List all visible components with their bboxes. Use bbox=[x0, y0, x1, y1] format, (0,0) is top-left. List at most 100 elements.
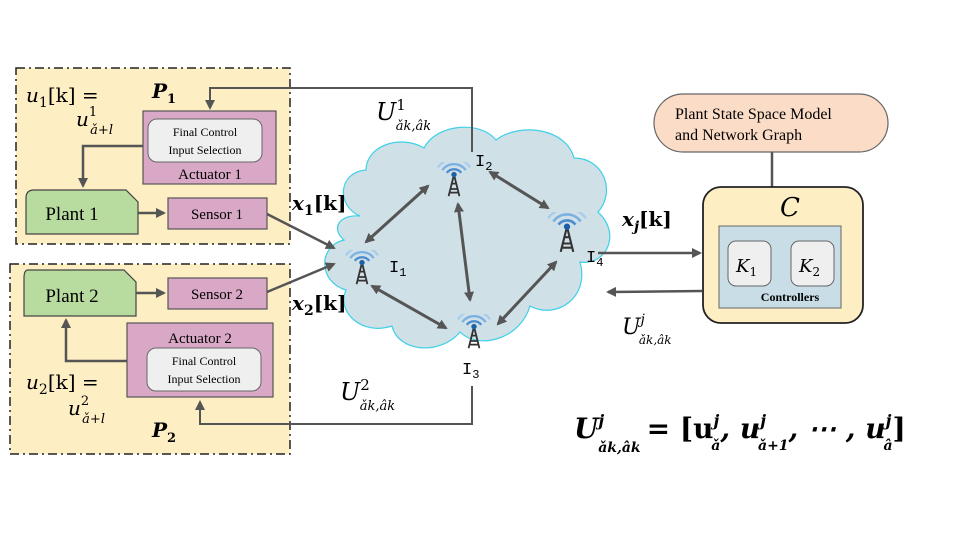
node-I4-sub: 4 bbox=[596, 256, 603, 270]
u2-rhs-symbol: u bbox=[68, 396, 81, 420]
final-control-1-box bbox=[147, 118, 263, 163]
U2-symbol: U bbox=[340, 378, 361, 406]
svg-text:u2[k] =: u2[k] = bbox=[26, 370, 99, 398]
sensor2-block bbox=[167, 277, 268, 310]
p1-label: P bbox=[151, 79, 168, 103]
sensor1-label: Sensor 1 bbox=[191, 207, 243, 223]
sensor1-block bbox=[167, 197, 268, 230]
eq-t1-sup: j bbox=[710, 411, 719, 430]
svg-text:I1: I1 bbox=[389, 259, 406, 280]
U2-sup: 2 bbox=[360, 376, 370, 394]
k1-sub: 1 bbox=[749, 265, 757, 279]
svg-text:K1: K1 bbox=[735, 256, 757, 279]
k2-symbol: K bbox=[798, 256, 814, 277]
svg-text:u1ǎ+l: u1ǎ+l bbox=[76, 105, 113, 138]
svg-text:K2: K2 bbox=[798, 256, 820, 279]
u1-rhs-sub: ǎ+l bbox=[90, 123, 113, 138]
node-I2-base: I bbox=[475, 153, 485, 172]
U1-symbol: U bbox=[376, 98, 397, 126]
plant2-label: Plant 2 bbox=[45, 286, 98, 307]
arrow-sensor2-to-I1 bbox=[266, 262, 336, 294]
controllers-label: Controllers bbox=[761, 290, 820, 304]
link-I2-I4 bbox=[488, 170, 550, 210]
svg-text:x1[k]: x1[k] bbox=[291, 191, 346, 219]
p2-label: P bbox=[151, 418, 168, 442]
eq-t2-sup: j bbox=[757, 411, 766, 430]
model-line2: and Network Graph bbox=[675, 127, 802, 144]
eq-lhs: U bbox=[574, 412, 600, 445]
node-I1-sub: 1 bbox=[399, 266, 406, 280]
actuator2-label: Actuator 2 bbox=[168, 331, 232, 347]
Uj-symbol: U bbox=[622, 315, 642, 340]
eq-t1-sub: ǎ bbox=[711, 438, 720, 454]
u1-eq-rest: [k] = bbox=[48, 83, 99, 107]
arrow-actuator2-to-plant2 bbox=[61, 318, 127, 363]
svg-text:I2: I2 bbox=[475, 153, 492, 174]
final-control-1-line2: Input Selection bbox=[169, 143, 242, 157]
x1-symbol: x bbox=[291, 191, 305, 215]
final-control-1-line1: Final Control bbox=[173, 125, 238, 139]
u2-eq-rest: [k] = bbox=[48, 370, 99, 394]
u2-eq-symbol: u bbox=[26, 370, 39, 394]
arrow-actuator1-to-plant1 bbox=[78, 144, 143, 188]
node-I3-base: I bbox=[462, 361, 472, 380]
svg-text:u2ǎ+l: u2 ǎ+l bbox=[68, 394, 105, 427]
Uj-sup: j bbox=[638, 312, 646, 328]
xj-sub: j bbox=[631, 219, 639, 235]
u1-eq-symbol: u bbox=[26, 83, 39, 107]
arrow-sensor1-to-I1 bbox=[266, 212, 336, 250]
plant1-label: Plant 1 bbox=[45, 204, 98, 225]
arrow-controller-to-network bbox=[606, 286, 703, 297]
k2-sub: 2 bbox=[812, 265, 820, 279]
eq-close: ] bbox=[893, 412, 906, 445]
u2-eq-sub: 2 bbox=[39, 382, 48, 398]
u2-rhs-sub: ǎ+l bbox=[82, 412, 105, 427]
U2-sub: ǎk,âk bbox=[360, 399, 396, 414]
svg-text:I3: I3 bbox=[462, 361, 479, 382]
u1-rhs-sup: 1 bbox=[89, 105, 97, 120]
k1-box bbox=[727, 240, 772, 287]
svg-text:xj[k]: xj[k] bbox=[621, 207, 672, 235]
k2-box bbox=[790, 240, 835, 287]
final-control-2-box bbox=[146, 347, 262, 392]
p2-sub: 2 bbox=[167, 431, 176, 446]
eq-lhs-sup: j bbox=[595, 411, 604, 430]
p1-sub: 1 bbox=[167, 92, 176, 107]
node-I3-sub: 3 bbox=[472, 368, 479, 382]
eq-comma: , u bbox=[719, 412, 760, 445]
u2-rhs-sup: 2 bbox=[81, 394, 89, 409]
arrow-U1-to-actuator1 bbox=[205, 87, 473, 152]
controller-title: C bbox=[780, 193, 800, 223]
node-I4-base: I bbox=[586, 249, 596, 268]
link-I2-I3 bbox=[454, 202, 474, 302]
x2-sub: 2 bbox=[304, 303, 314, 319]
svg-text:P2: P2 bbox=[151, 418, 176, 446]
arrow-U2-to-actuator2 bbox=[195, 386, 473, 425]
link-I3-I4 bbox=[496, 260, 558, 326]
eq-dots: , ⋯ , u bbox=[788, 412, 886, 445]
actuator1-label: Actuator 1 bbox=[178, 167, 242, 183]
eq-lhs-sub: ǎk,âk bbox=[598, 440, 641, 456]
final-control-2-line2: Input Selection bbox=[168, 372, 241, 386]
node-I2-sub: 2 bbox=[485, 160, 492, 174]
svg-text:u1[k] =: u1[k] = bbox=[26, 83, 99, 111]
u1-eq-sub: 1 bbox=[39, 95, 48, 111]
link-I1-I2 bbox=[364, 184, 430, 244]
eq-equals: = [u bbox=[647, 412, 714, 445]
svg-text:P1: P1 bbox=[151, 79, 176, 107]
xj-rest: [k] bbox=[639, 207, 672, 231]
x2-symbol: x bbox=[291, 291, 305, 315]
U1-sup: 1 bbox=[396, 96, 406, 114]
x2-rest: [k] bbox=[314, 291, 347, 315]
U1-sub: ǎk,âk bbox=[396, 119, 432, 134]
final-control-2-line1: Final Control bbox=[172, 354, 237, 368]
xj-symbol: x bbox=[621, 207, 635, 231]
node-I1-base: I bbox=[389, 259, 399, 278]
link-I1-I3 bbox=[370, 284, 448, 330]
x1-rest: [k] bbox=[314, 191, 347, 215]
plant2-block bbox=[23, 269, 137, 317]
plant1-block bbox=[25, 189, 139, 235]
